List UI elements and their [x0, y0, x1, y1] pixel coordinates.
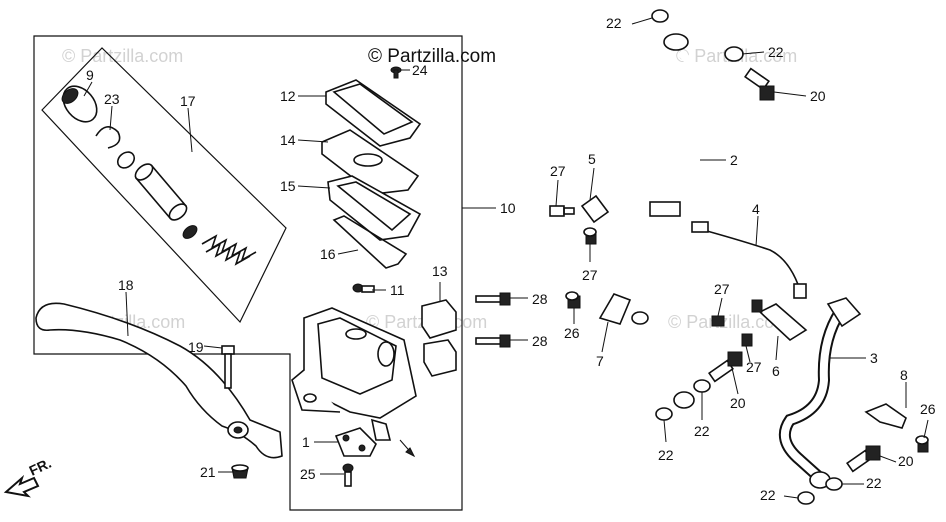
callout-6: 6 [772, 363, 780, 379]
switch-screw [342, 463, 354, 487]
brake-lever [35, 302, 283, 459]
callout-22-mid-left: 22 [658, 447, 674, 463]
pivot-nut [231, 464, 249, 479]
diaphragm-plate [332, 215, 408, 269]
callout-17: 17 [180, 93, 196, 109]
callout-28-lower: 28 [532, 333, 548, 349]
joint-bolt-upper [711, 315, 725, 327]
spring-part [201, 234, 257, 266]
callout-22-top-left: 22 [606, 15, 622, 31]
callout-19: 19 [188, 339, 204, 355]
union-bolt-mid [708, 351, 743, 383]
brake-hose-2 [631, 33, 709, 409]
union-bolt-top [744, 67, 775, 101]
callout-22-bottom-left: 22 [760, 487, 776, 503]
callout-21: 21 [200, 464, 216, 480]
brake-hose-3 [778, 297, 862, 489]
piston-kit-group [41, 47, 287, 324]
callouts: 9 23 17 18 19 21 12 14 15 16 24 11 13 10… [86, 15, 936, 503]
callout-1: 1 [302, 434, 310, 450]
clamp-bolt-lower [583, 227, 597, 245]
hose-guide [864, 403, 907, 429]
pipe-fitting-top [691, 221, 709, 233]
callout-16: 16 [320, 246, 336, 262]
front-direction-indicator: FR. [3, 455, 54, 498]
callout-27-joint-upper: 27 [714, 281, 730, 297]
leader-lines [83, 17, 929, 499]
joint-bolt-lower [741, 333, 753, 347]
washer-bottom-right [825, 477, 843, 491]
callout-15: 15 [280, 178, 296, 194]
callout-25: 25 [300, 466, 316, 482]
clamp-bolt [549, 205, 575, 217]
callout-24: 24 [412, 62, 428, 78]
front-label: FR. [27, 455, 54, 479]
boot-part [61, 85, 98, 123]
union-bolt-bottom [846, 445, 881, 473]
washer-top-right [724, 46, 744, 62]
callout-20-mid: 20 [730, 395, 746, 411]
cap-screw [390, 66, 402, 79]
callout-3: 3 [870, 350, 878, 366]
mounting-bolt-upper [475, 292, 511, 306]
brake-switch [334, 427, 377, 457]
holder [421, 299, 457, 377]
callout-22-top-right: 22 [768, 44, 784, 60]
small-screw [352, 283, 375, 293]
mounting-bolt-lower [475, 334, 511, 348]
callout-20-top: 20 [810, 88, 826, 104]
reservoir-cap [325, 79, 422, 147]
assembly-frame [33, 35, 463, 511]
callout-2: 2 [730, 152, 738, 168]
washer-part [116, 151, 136, 169]
pipe-fitting-bottom [793, 283, 807, 299]
callout-9: 9 [86, 67, 94, 83]
callout-23: 23 [104, 91, 120, 107]
callout-28-upper: 28 [532, 291, 548, 307]
hose-bracket [598, 293, 632, 325]
callout-27-clamp: 27 [550, 163, 566, 179]
callout-4: 4 [752, 201, 760, 217]
callout-12: 12 [280, 88, 296, 104]
front-arrow-icon [3, 474, 40, 498]
bracket-bolt [565, 291, 581, 309]
cap-plate [321, 129, 420, 195]
arrow-head-small [405, 447, 416, 458]
master-cylinder-body [291, 307, 417, 441]
brake-pipe [695, 227, 801, 291]
washer-mid-right [693, 379, 711, 393]
callout-11: 11 [390, 282, 405, 298]
callout-26-guide: 26 [920, 401, 936, 417]
callout-18: 18 [118, 277, 134, 293]
guide-bolt [915, 435, 929, 453]
callout-20-bottom: 20 [898, 453, 914, 469]
hose-clamp [580, 194, 610, 224]
callout-7: 7 [596, 353, 604, 369]
watermark-mid-right: © Partzilla.com [668, 312, 789, 332]
diaphragm [327, 175, 422, 241]
piston-part [134, 163, 198, 239]
washer-bottom-left [797, 491, 815, 505]
callout-22-bottom-right: 22 [866, 475, 882, 491]
callout-8: 8 [900, 367, 908, 383]
washer-mid-left [655, 407, 673, 421]
callout-26-bracket: 26 [564, 325, 580, 341]
pivot-bolt [221, 345, 235, 389]
copyright-text: © Partzilla.com [368, 46, 496, 67]
three-way-joint [751, 299, 808, 342]
callout-22-mid-right: 22 [694, 423, 710, 439]
callout-27-joint-lower: 27 [746, 359, 762, 375]
washer-top-left [651, 9, 669, 23]
watermark-top-left: © Partzilla.com [62, 46, 183, 66]
callout-10: 10 [500, 200, 516, 216]
callout-14: 14 [280, 132, 296, 148]
callout-27-clamp-lower: 27 [582, 267, 598, 283]
piston-kit-box [41, 47, 287, 324]
circlip-part [95, 126, 121, 149]
callout-13: 13 [432, 263, 448, 279]
callout-5: 5 [588, 151, 596, 167]
